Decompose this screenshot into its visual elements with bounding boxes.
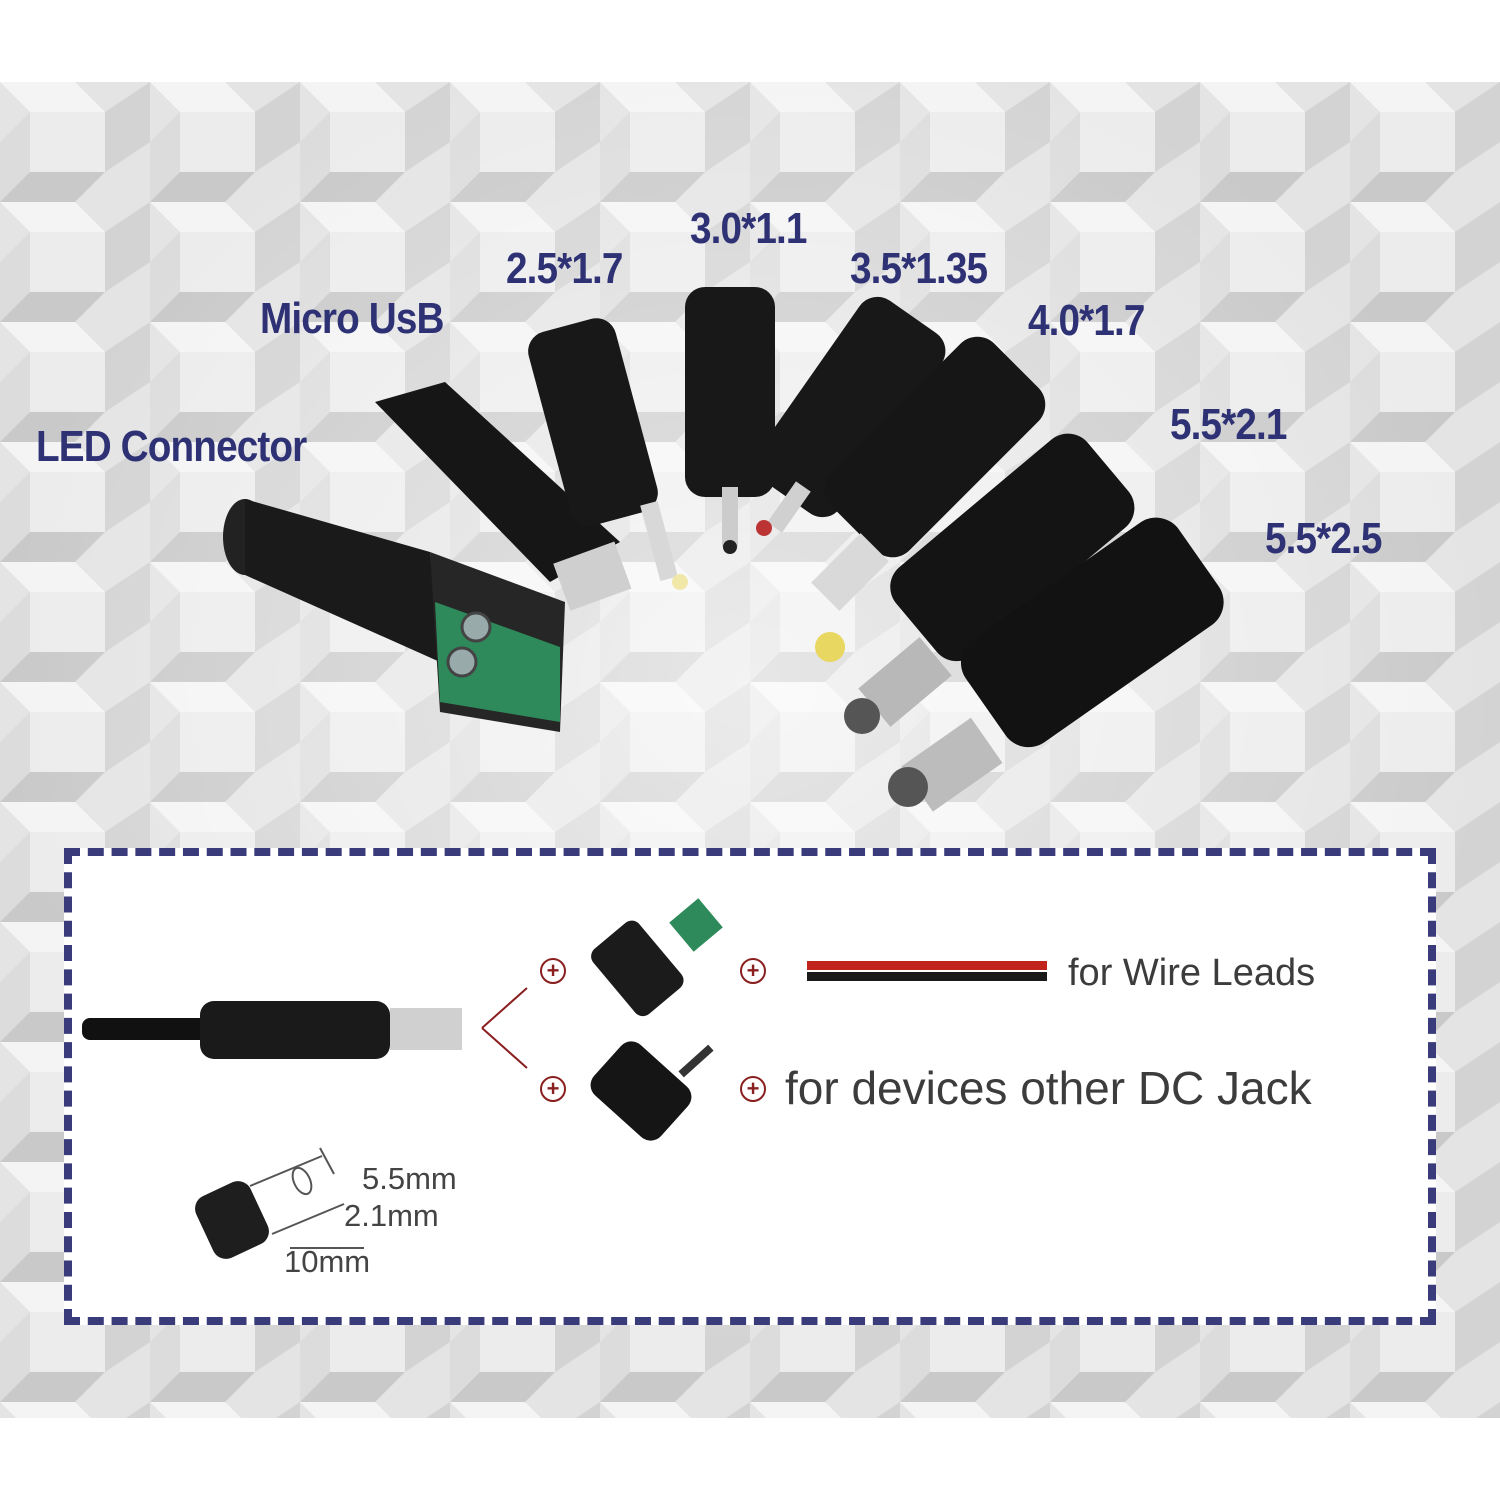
- label-5-5x2-5: 5.5*2.5: [1265, 514, 1382, 563]
- label-3-5x1-35: 3.5*1.35: [850, 244, 988, 293]
- micro-usb-adapter: [375, 382, 632, 611]
- tip-3-0x1-1: [685, 287, 775, 554]
- cable: [82, 1018, 212, 1040]
- wire-leads-caption: for Wire Leads: [1068, 952, 1316, 994]
- product-photo-background: LED Connector Micro UsB 2.5*1.7 3.0*1.1 …: [0, 82, 1500, 1418]
- led-connector-adapter: [223, 499, 565, 732]
- label-2-5x1-7: 2.5*1.7: [506, 244, 623, 293]
- dc-jack-caption: for devices other DC Jack: [785, 1062, 1312, 1114]
- dc-jack-adapter-icon: [590, 1041, 714, 1141]
- tip-5-5x2-5: [888, 517, 1224, 812]
- tip-5-5x2-1: [844, 433, 1135, 734]
- label-micro-usb: Micro UsB: [260, 294, 444, 343]
- tip-2-5x1-7: [528, 318, 688, 590]
- plus-icon: +: [540, 958, 566, 984]
- wire-leads-icon: [807, 961, 1047, 981]
- plug-dimension-drawing: [195, 1147, 364, 1259]
- label-5-5x2-1: 5.5*2.1: [1170, 400, 1287, 449]
- terminal-adapter-icon: [591, 898, 723, 1017]
- length-label: 10mm: [284, 1244, 371, 1279]
- plus-icon: +: [540, 1076, 566, 1102]
- plug-body: [200, 1001, 390, 1059]
- label-3-0x1-1: 3.0*1.1: [690, 204, 807, 253]
- label-led-connector: LED Connector: [36, 422, 307, 471]
- tip-3-5x1-35: [754, 296, 946, 536]
- plug-barrel: [390, 1008, 462, 1050]
- plus-icon: +: [740, 958, 766, 984]
- inner-diameter-label: 2.1mm: [344, 1198, 439, 1233]
- outer-diameter-label: 5.5mm: [362, 1161, 457, 1196]
- label-4-0x1-7: 4.0*1.7: [1028, 296, 1145, 345]
- usage-diagram: [82, 898, 1047, 1259]
- usage-diagram-panel: + + + + for Wire Leads for devices other…: [64, 848, 1436, 1325]
- plus-icon: +: [740, 1076, 766, 1102]
- tip-4-0x1-7: [811, 336, 1046, 662]
- adapter-tips-illustration: [223, 287, 1224, 812]
